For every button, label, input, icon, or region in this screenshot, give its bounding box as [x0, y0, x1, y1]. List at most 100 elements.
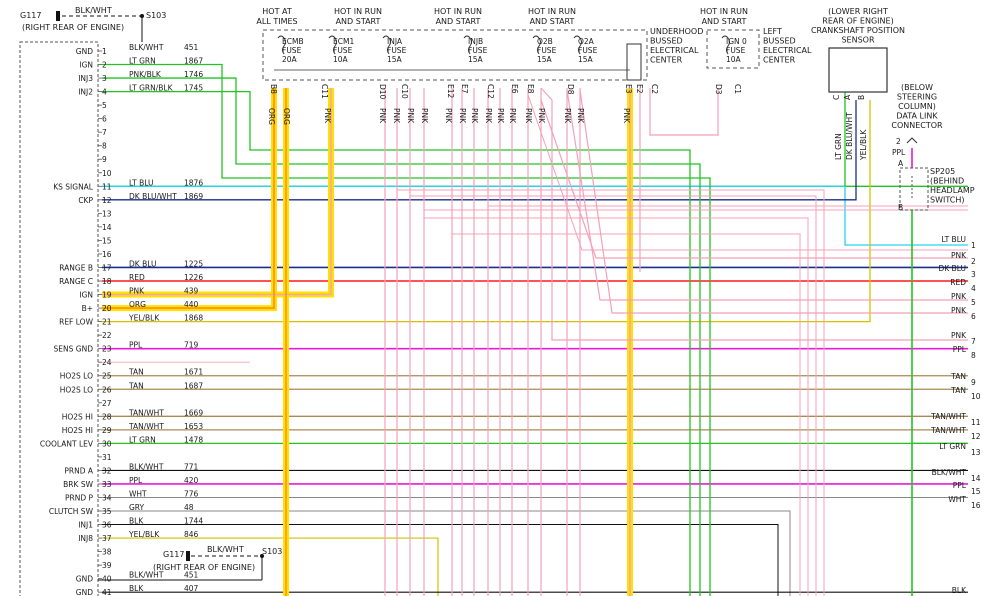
- pin-circuit: 440: [184, 300, 199, 309]
- header-line: HOT IN RUN: [434, 7, 482, 16]
- header-line: COLUMN): [898, 102, 936, 111]
- pin-wire-color: BLK/WHT: [129, 462, 164, 471]
- output-number: 13: [971, 448, 981, 457]
- header-line: SWITCH): [930, 196, 965, 205]
- pin-circuit: 1867: [184, 57, 203, 66]
- pin-wire-color: TAN/WHT: [128, 422, 164, 431]
- pin-label: PRND P: [65, 493, 94, 502]
- output-number: 6: [971, 312, 976, 321]
- pin-number: 3: [102, 74, 107, 83]
- pin-circuit: 1669: [184, 408, 203, 417]
- pin-wire-color: BLK/WHT: [129, 571, 164, 580]
- pin-circuit: 1687: [184, 381, 203, 390]
- pin-label: KS SIGNAL: [53, 182, 94, 191]
- sp205-pin: A: [898, 159, 904, 168]
- pin-label: IGN: [79, 61, 93, 70]
- pin-circuit: 1746: [184, 70, 203, 79]
- output-number: 5: [971, 298, 976, 307]
- header-line: ELECTRICAL: [650, 46, 699, 55]
- pin-label: GND: [76, 575, 93, 584]
- pin-circuit: 1876: [184, 178, 203, 187]
- wire-ks-signal-out: [102, 185, 968, 246]
- fuse-icon: [463, 35, 472, 55]
- fuse-icon: [532, 35, 541, 55]
- pin-circuit: 1868: [184, 314, 203, 323]
- fuse-name: INJA: [387, 37, 403, 46]
- pin-number: 28: [102, 412, 112, 421]
- pin-number: 8: [102, 142, 107, 151]
- pin-circuit: 451: [184, 43, 199, 52]
- wire-ign-green: [102, 63, 711, 596]
- dlc-connector-icon: [906, 137, 918, 144]
- fuse-label: FUSE: [468, 46, 488, 55]
- output-wire-name: PPL: [953, 481, 967, 490]
- pin-circuit: 1869: [184, 192, 203, 201]
- wire-pnk-out-7: [540, 87, 968, 341]
- vertical-wire-label: PNK: [484, 108, 493, 124]
- pin-wire-color: TAN/WHT: [128, 408, 164, 417]
- output-number: 4: [971, 284, 976, 293]
- pin-label: RANGE B: [59, 263, 93, 272]
- pin-wire-color: PNK: [129, 287, 145, 296]
- fuse-amps: 15A: [537, 55, 553, 64]
- header-line: SP205: [930, 167, 955, 176]
- header-line: AND START: [702, 17, 747, 26]
- pin-wire-color: DK BLU: [129, 259, 157, 268]
- fuse-icon: [721, 35, 730, 55]
- wire-clutch: [102, 510, 791, 596]
- ground-bottom-splice: S103: [262, 547, 282, 556]
- pin-number: 18: [102, 277, 112, 286]
- dlc-wire-name: PPL: [892, 148, 906, 157]
- wire-pnk-out-5: [566, 89, 968, 301]
- pin-label: B+: [82, 304, 93, 313]
- wire-pnk-out-6: [579, 89, 968, 314]
- wire-pnk-out-2: [540, 99, 968, 259]
- underhood-fuse-block-outline: [262, 29, 648, 81]
- fuse-amps: 15A: [468, 55, 484, 64]
- fuse-label: FUSE: [726, 46, 746, 55]
- fuse-group: ECMBFUSE20AECM1FUSE10AINJAFUSE15AINJBFUS…: [267, 35, 747, 125]
- pin-label: HO2S LO: [60, 372, 93, 381]
- pin-number: 31: [102, 453, 112, 462]
- pin-wire-color: YEL/BLK: [128, 314, 160, 323]
- header-line: BUSSED: [763, 37, 796, 46]
- vertical-wire-label: PNK: [406, 108, 415, 124]
- header-line: STEERING: [897, 93, 937, 102]
- output-number: 9: [971, 378, 976, 387]
- pin-wire-color: YEL/BLK: [128, 530, 160, 539]
- pin-circuit: 1478: [184, 435, 203, 444]
- left-fuse-block-outline: [706, 29, 760, 69]
- header-line: BUSSED: [650, 37, 683, 46]
- pin-wire-color: WHT: [129, 489, 147, 498]
- fuse-name: O2A: [578, 37, 595, 46]
- pin-circuit: 420: [184, 476, 199, 485]
- pin-number: 34: [102, 493, 112, 502]
- header-line: (LOWER RIGHT: [828, 7, 888, 16]
- header-line: (BELOW: [901, 83, 933, 92]
- header-line: HEADLAMP: [930, 186, 975, 195]
- pin-label: CKP: [78, 196, 93, 205]
- pin-circuit: 48: [184, 503, 194, 512]
- vertical-wire-label: ORG: [267, 108, 276, 125]
- pin-wire-color: GRY: [129, 503, 145, 512]
- header-line: ELECTRICAL: [763, 46, 812, 55]
- ground-top-location: (RIGHT REAR OF ENGINE): [22, 23, 124, 32]
- pin-wire-color: TAN: [128, 368, 144, 377]
- pin-number: 26: [102, 385, 112, 394]
- pin-number: 38: [102, 548, 112, 557]
- pin-number: 16: [102, 250, 112, 259]
- fuse-label: FUSE: [282, 46, 302, 55]
- fuse-icon: [328, 35, 337, 55]
- output-wire-name: TAN/WHT: [930, 426, 966, 435]
- header-line: AND START: [336, 17, 381, 26]
- pin-wire-color: PNK/BLK: [129, 70, 162, 79]
- header-line: DATA LINK: [896, 112, 938, 121]
- output-number: 1: [971, 241, 976, 250]
- pin-label: INJ1: [78, 521, 93, 530]
- output-number: 16: [971, 501, 981, 510]
- ckp-pin: C: [832, 95, 841, 100]
- output-wire-name: PNK: [951, 331, 967, 340]
- output-number: 12: [971, 432, 981, 441]
- pin-label: PRND A: [64, 466, 94, 475]
